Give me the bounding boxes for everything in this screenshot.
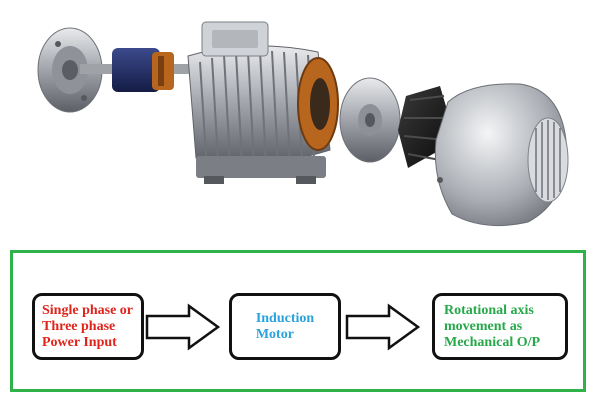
power-input-box: Single phase or Three phase Power Input [32,293,144,360]
motor-exploded-photo [37,21,569,227]
arrow-right-icon [345,303,421,351]
power-input-label: Single phase or Three phase Power Input [42,302,134,350]
fan-cover [434,83,569,227]
stator-winding [297,57,339,151]
front-end-shield [37,27,103,113]
induction-motor-box: Induction Motor [229,293,341,360]
mechanical-output-label: Rotational axis movement as Mechanical O… [444,302,541,350]
rotor [112,48,174,92]
flow-diagram-frame: Single phase or Three phase Power Input … [10,250,586,392]
mechanical-output-box: Rotational axis movement as Mechanical O… [432,293,568,360]
induction-motor-label: Induction Motor [255,310,315,342]
rear-end-shield [339,77,401,163]
arrow-right-icon [145,303,221,351]
flow-arrows [145,303,421,351]
